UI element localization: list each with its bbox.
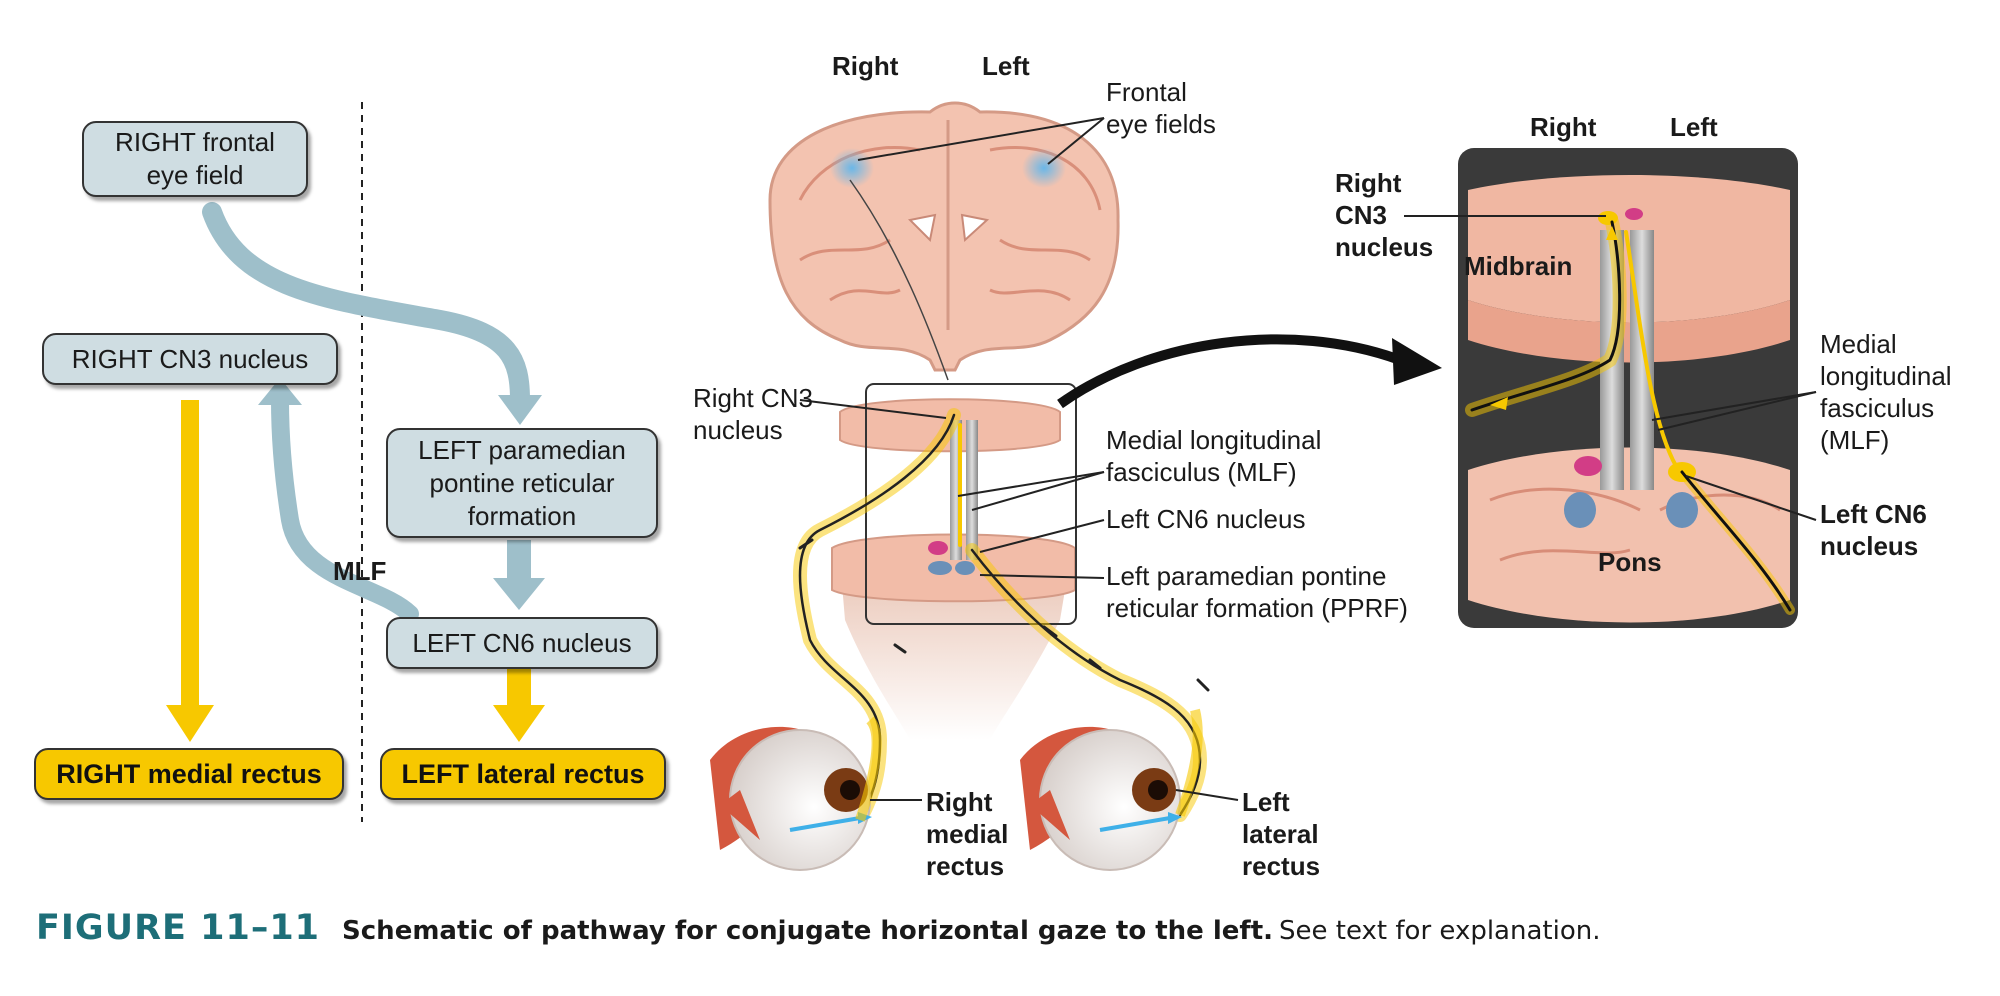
left-pprf-box: LEFT paramedian pontine reticular format… xyxy=(386,428,658,538)
frontal-eye-fields-label: Frontal eye fields xyxy=(1106,77,1216,139)
mlf-arrow xyxy=(271,391,419,623)
brain-header-left: Left xyxy=(982,51,1030,81)
left-cn6-nucleus-box: LEFT CN6 nucleus xyxy=(386,617,658,669)
figure-number: FIGURE 11–11 xyxy=(36,908,321,948)
inset-mlf-label: Medial longitudinal fasciculus (MLF) xyxy=(1820,329,1952,455)
right-eyeball xyxy=(710,716,882,871)
brain-header-right: Right xyxy=(832,51,899,81)
brain-right-cn3-label: Right CN3 nucleus xyxy=(693,383,813,445)
figure-note: See text for explanation. xyxy=(1279,916,1601,946)
pprf-to-cn6-arrow xyxy=(507,540,531,580)
right-cn3-nucleus-box: RIGHT CN3 nucleus xyxy=(42,333,338,385)
inset-right-cn3-label: Right CN3 nucleus xyxy=(1335,168,1434,262)
inset-header-right: Right xyxy=(1530,112,1597,142)
brain-left-pprf-label: Left paramedian pontine reticular format… xyxy=(1106,561,1408,623)
zoom-arrowhead xyxy=(1392,338,1442,385)
cn6-to-lateral-rectus-arrowhead xyxy=(493,705,545,742)
right-medial-rectus-label: Right medial rectus xyxy=(926,787,1009,881)
inset-panel xyxy=(1458,148,1798,628)
pprf-to-cn6-arrowhead xyxy=(493,578,545,610)
inset-left-cn6-label: Left CN6 nucleus xyxy=(1820,499,1927,561)
cn3-to-medial-rectus-arrow xyxy=(181,400,199,710)
left-eyeball xyxy=(1020,708,1203,871)
figure-caption: FIGURE 11–11 Schematic of pathway for con… xyxy=(36,908,1976,948)
inset-header-left: Left xyxy=(1670,112,1718,142)
left-lateral-rectus-label: Left lateral rectus xyxy=(1242,787,1321,881)
left-lateral-rectus-box: LEFT lateral rectus xyxy=(380,748,666,800)
inset-leader-lines xyxy=(1404,215,1817,521)
mlf-label: MLF xyxy=(333,556,387,586)
figure-title: Schematic of pathway for conjugate horiz… xyxy=(342,916,1274,946)
brain-mlf-label: Medial longitudinal fasciculus (MLF) xyxy=(1106,425,1322,487)
brain-left-cn6-label: Left CN6 nucleus xyxy=(1106,504,1306,534)
cn6-to-lateral-rectus-arrow xyxy=(507,668,531,710)
inset-pons-label: Pons xyxy=(1598,547,1662,577)
inset-midbrain-label: Midbrain xyxy=(1464,251,1573,281)
leader-lines xyxy=(799,399,1239,801)
cn3-to-medial-rectus-arrowhead xyxy=(166,705,214,742)
mlf-arrowhead xyxy=(258,378,302,405)
brainstem-sections xyxy=(831,383,1077,740)
right-medial-rectus-box: RIGHT medial rectus xyxy=(34,748,344,800)
right-frontal-eye-field-box: RIGHT frontal eye field xyxy=(82,121,308,197)
zoom-arrow xyxy=(1057,334,1402,409)
fef-to-pprf-arrowhead xyxy=(498,395,542,425)
fef-to-pprf-arrow xyxy=(202,202,530,410)
coronal-brain-section xyxy=(768,101,1120,381)
